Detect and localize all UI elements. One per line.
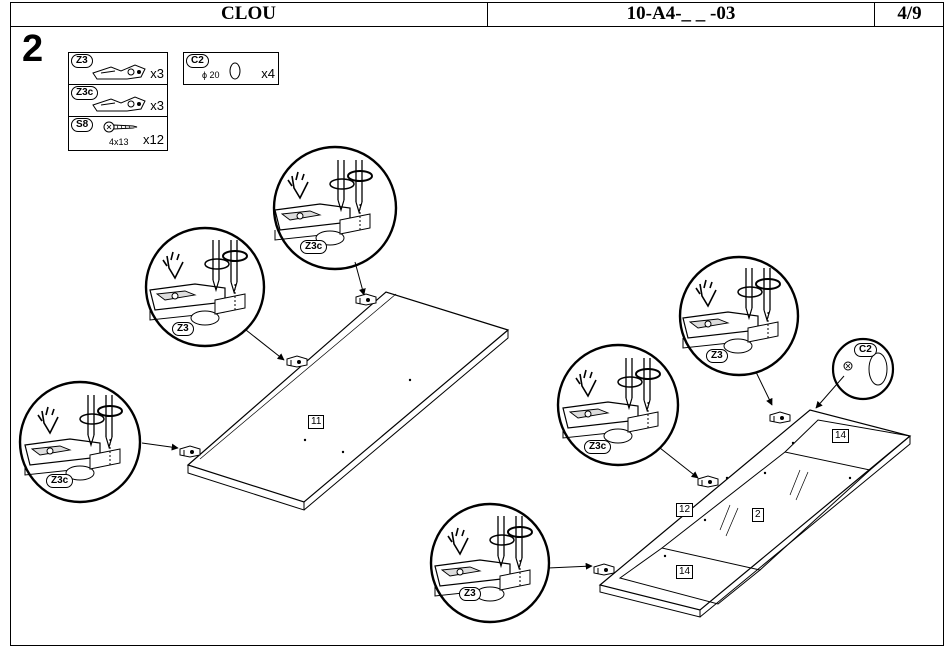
page-number: 4/9 (897, 3, 922, 24)
part-qty: x4 (261, 66, 275, 81)
panel-label-2: 2 (752, 508, 764, 522)
callout-label: Z3c (584, 440, 612, 454)
panel-label-11: 11 (308, 415, 325, 429)
panel-label-14-bottom: 14 (676, 565, 694, 579)
step-number: 2 (22, 28, 44, 70)
hinge-left-top (355, 293, 377, 306)
hinge-right-top (769, 411, 791, 424)
page-frame (10, 2, 944, 646)
detail-circle-right-bottom (429, 502, 551, 624)
cap-icon (229, 62, 241, 80)
callout-label: Z3c (300, 240, 328, 254)
detail-circle-right-top (678, 255, 800, 377)
detail-circle-right-middle (556, 343, 680, 467)
panel-label-14-top: 14 (832, 429, 850, 443)
part-qty: x12 (143, 132, 164, 147)
part-tag: C2 (186, 54, 209, 68)
hinge-right-middle (697, 475, 719, 488)
hinge-left-bottom (179, 445, 201, 458)
hinge-icon (92, 96, 146, 112)
product-name: CLOU (10, 2, 488, 26)
detail-circle-bottom-left (18, 380, 142, 504)
part-qty: x3 (150, 98, 164, 113)
product-code: 10-A4-_ _ -03 (488, 2, 875, 26)
detail-circle-cap (831, 337, 895, 401)
hinge-right-bottom (593, 563, 615, 576)
cap-part: C2 ϕ 20 x4 (183, 52, 279, 85)
screw-size: 4x13 (109, 137, 129, 147)
part-qty: x3 (150, 66, 164, 81)
hinge-icon (92, 64, 146, 80)
part-row-z3: Z3 x3 (69, 53, 167, 85)
leader-arrows (141, 261, 845, 570)
title-block: CLOU 10-A4-_ _ -03 4/9 (10, 2, 944, 27)
callout-label: Z3c (46, 474, 74, 488)
detail-circle-middle-left (144, 226, 266, 348)
part-tag: Z3 (71, 54, 93, 68)
screw-icon (103, 121, 138, 133)
callout-label: Z3 (172, 322, 194, 336)
callout-label: Z3 (706, 349, 728, 363)
panel-label-12: 12 (676, 503, 694, 517)
detail-circle-top (272, 145, 398, 271)
parts-list: Z3 x3 Z3c x3 S8 4x13 x12 (68, 52, 168, 151)
callout-label: C2 (854, 343, 877, 357)
hinge-left-middle (286, 355, 308, 368)
callout-label: Z3 (459, 587, 481, 601)
part-tag: S8 (71, 118, 94, 132)
cap-diameter: ϕ 20 (202, 70, 220, 80)
part-row-s8: S8 4x13 x12 (69, 117, 167, 150)
part-tag: Z3c (71, 86, 99, 100)
panel-11 (186, 291, 510, 511)
part-row-z3c: Z3c x3 (69, 85, 167, 117)
